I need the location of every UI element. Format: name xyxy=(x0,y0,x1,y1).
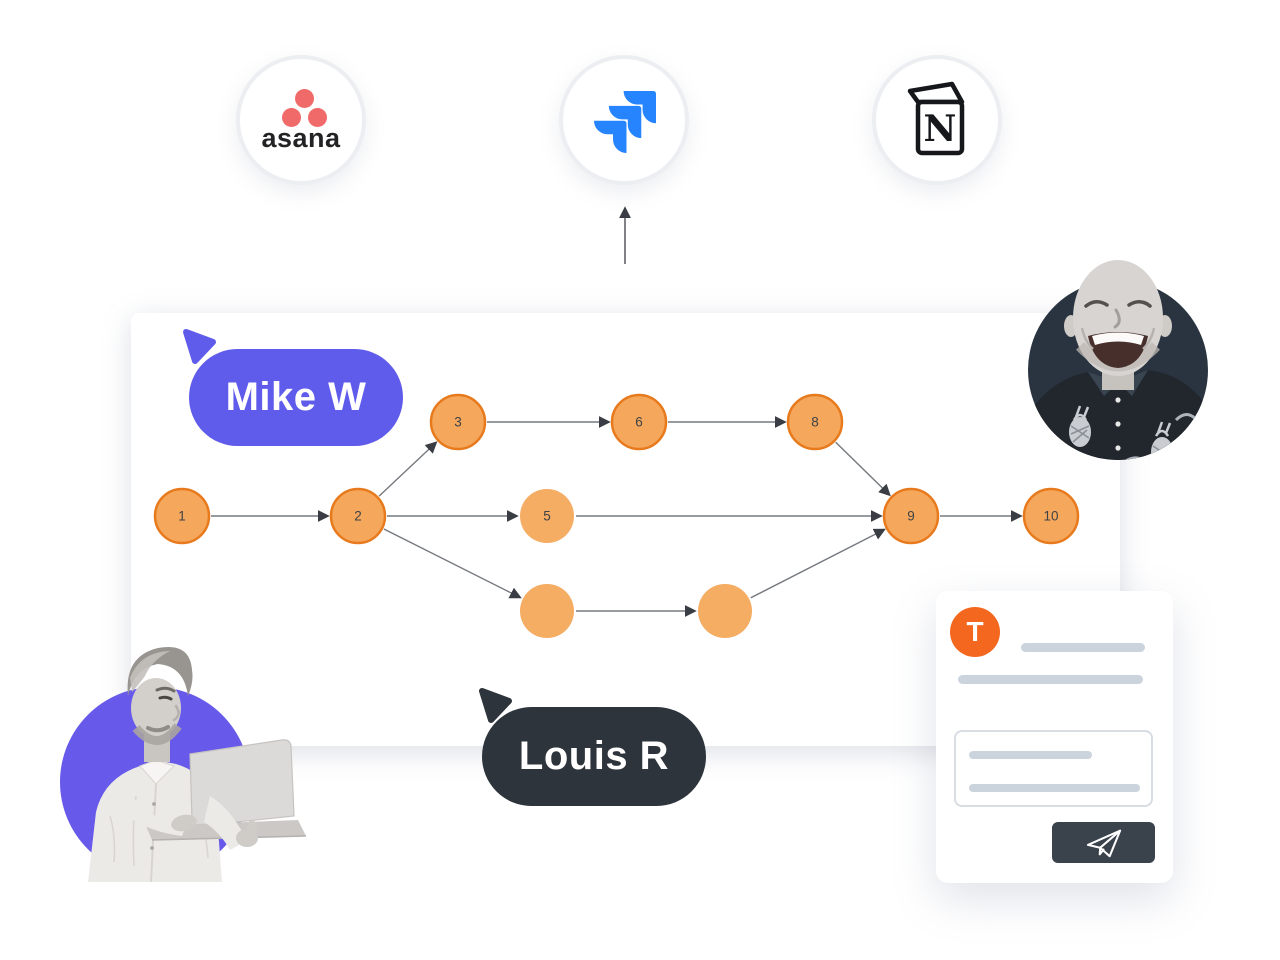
skeleton-line xyxy=(969,784,1140,792)
form-card: T xyxy=(936,591,1173,883)
node-label: 8 xyxy=(811,415,819,430)
louis-cursor-icon xyxy=(479,688,512,723)
louis-name-pill: Louis R xyxy=(482,707,706,806)
diagram-node-1[interactable]: 1 xyxy=(153,487,211,545)
node-label: 6 xyxy=(635,415,643,430)
skeleton-line xyxy=(969,751,1092,759)
diagram-node-9[interactable]: 9 xyxy=(882,487,940,545)
paper-plane-icon xyxy=(1086,829,1121,857)
asana-wordmark: asana xyxy=(261,123,341,153)
node-label: 9 xyxy=(907,509,915,524)
diagram-edge xyxy=(383,528,522,599)
asana-dot-icon xyxy=(308,108,327,127)
notion-icon: N xyxy=(907,81,965,156)
asana-dot-icon xyxy=(295,89,314,108)
diagram-edge xyxy=(750,528,886,599)
avatar-man-laptop xyxy=(60,646,307,882)
asana-dot-icon xyxy=(282,108,301,127)
skeleton-line xyxy=(958,675,1143,684)
jira-badge[interactable] xyxy=(559,55,689,185)
louis-name-label: Louis R xyxy=(518,734,670,778)
asana-badge[interactable]: asana xyxy=(236,55,366,185)
diagram-svg: 1 2 3 5 6 8 9 10 xyxy=(153,393,1080,638)
node-label: 5 xyxy=(543,509,551,524)
diagram-nodes: 1 2 3 5 6 8 9 10 xyxy=(153,393,1080,638)
mike-name-label: Mike W xyxy=(225,375,367,419)
diagram-node-6[interactable]: 6 xyxy=(610,393,668,451)
card-logo: T xyxy=(950,607,1000,657)
node-label: 1 xyxy=(178,509,186,524)
diagram-node-2[interactable]: 2 xyxy=(329,487,387,545)
node-label: 2 xyxy=(354,509,362,524)
node-label: 3 xyxy=(454,415,462,430)
board-to-jira-arrow xyxy=(619,206,631,264)
avatar-laughing-man xyxy=(1028,260,1208,460)
diagram-node-3[interactable]: 3 xyxy=(429,393,487,451)
notion-badge[interactable]: N xyxy=(872,55,1002,185)
diagram-edge xyxy=(378,441,438,497)
diagram-node-B[interactable] xyxy=(698,584,752,638)
mike-name-pill: Mike W xyxy=(189,349,403,446)
mike-cursor-icon xyxy=(183,329,216,364)
diagram-node-A[interactable] xyxy=(520,584,574,638)
diagram-edge xyxy=(835,441,891,497)
jira-icon xyxy=(594,91,656,153)
message-input[interactable] xyxy=(954,730,1153,807)
skeleton-line xyxy=(1021,643,1145,652)
notion-letter: N xyxy=(924,108,957,150)
node-label: 10 xyxy=(1043,509,1058,524)
diagram-edges xyxy=(211,416,1023,617)
diagram-node-10[interactable]: 10 xyxy=(1022,487,1080,545)
diagram-node-5[interactable]: 5 xyxy=(520,489,574,543)
diagram-node-8[interactable]: 8 xyxy=(786,393,844,451)
card-logo-letter: T xyxy=(966,616,984,647)
send-button[interactable] xyxy=(1052,822,1155,863)
